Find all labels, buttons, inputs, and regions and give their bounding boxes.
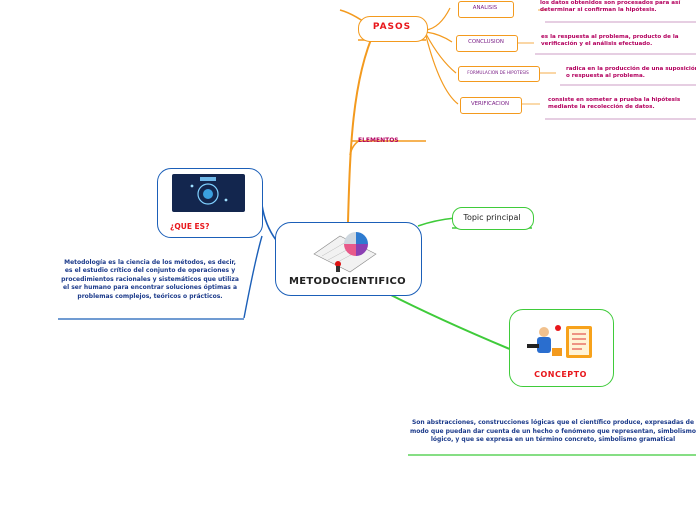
brain-icon — [190, 177, 228, 205]
formulacion-label: FORMULACION DE HIPOTESIS — [467, 70, 529, 75]
pasos-label: PASOS — [372, 22, 412, 32]
formulacion-desc: radica en la producción de una suposició… — [566, 66, 696, 80]
que-es-desc: Metodología es la ciencia de los métodos… — [61, 259, 239, 300]
pasos-node[interactable] — [358, 16, 428, 42]
central-title: METODOCIENTIFICO — [289, 276, 406, 287]
formulacion-node[interactable] — [458, 66, 540, 82]
pie-chart-illustration — [313, 232, 377, 273]
verificacion-node[interactable] — [460, 97, 522, 114]
topic-principal-node[interactable] — [452, 207, 534, 230]
analisis-node[interactable] — [458, 1, 514, 18]
analisis-label: ANALISIS — [472, 5, 498, 11]
concept-illustration — [527, 325, 592, 358]
analisis-desc: los datos obtenidos son procesados para … — [540, 0, 681, 14]
concepto-desc: Son abstracciones, construcciones lógica… — [410, 419, 696, 444]
brain-image — [172, 174, 245, 212]
topic-principal-label: Topic principal — [463, 213, 521, 222]
conclusion-label: CONCLUSION — [468, 39, 504, 45]
concepto-label: CONCEPTO — [534, 370, 587, 379]
que-es-label: ¿QUE ES? — [170, 222, 210, 231]
verificacion-label: VERIFICACION — [470, 101, 510, 107]
conclusion-desc: es la respuesta al problema, producto de… — [541, 34, 679, 48]
conclusion-node[interactable] — [456, 35, 518, 52]
elementos-label[interactable]: ELEMENTOS — [358, 137, 399, 144]
verificacion-desc: consiste en someter a prueba la hipótesi… — [548, 97, 681, 111]
